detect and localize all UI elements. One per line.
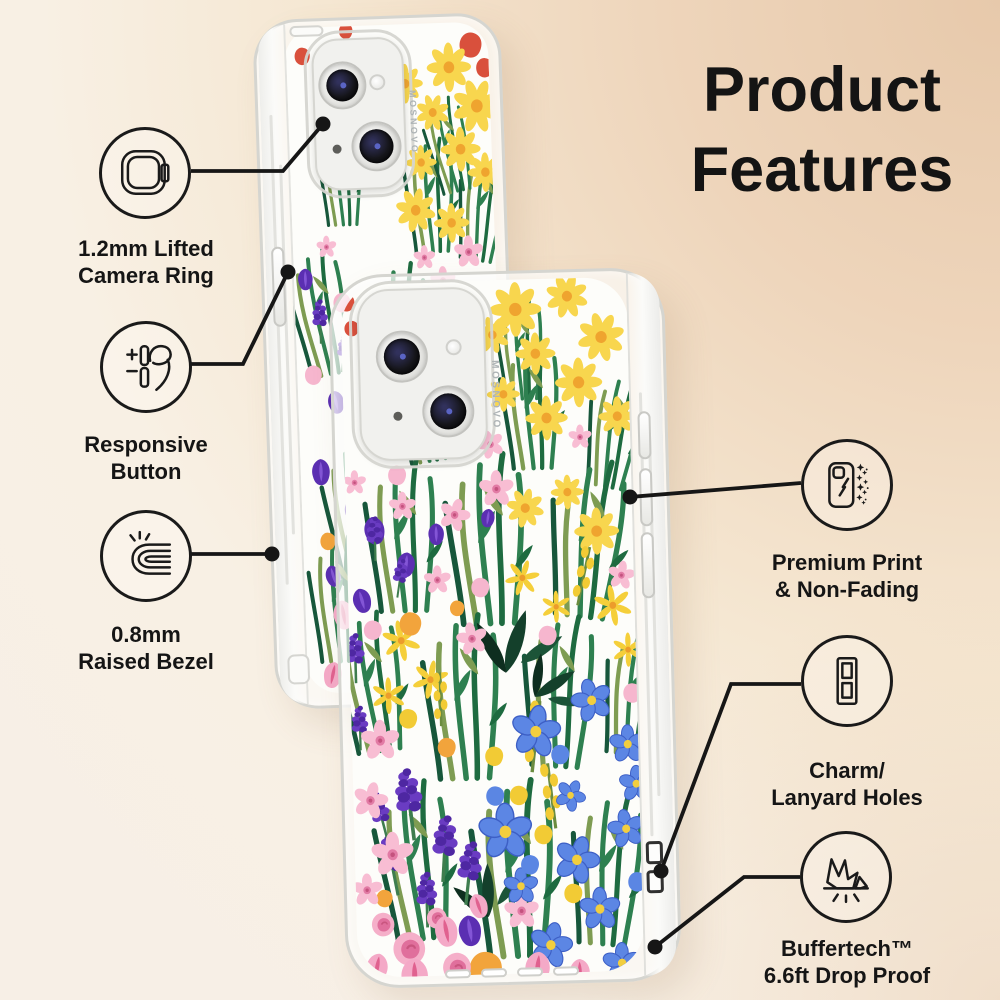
title-line-1: Product (702, 55, 941, 125)
camera-module (302, 28, 417, 200)
feature-circle-lanyard-holes (801, 635, 893, 727)
top-bumper (289, 25, 324, 38)
feature-label-drop-proof: Buffertech™ 6.6ft Drop Proof (763, 936, 931, 988)
lanyard-holes-icon (836, 656, 858, 706)
lanyard-hole (645, 840, 664, 865)
feature-circle-responsive-button (100, 321, 192, 413)
feature-label-lanyard-holes: Charm/ Lanyard Holes (771, 758, 923, 810)
raised-bezel-icon (129, 530, 172, 575)
camera-module (347, 278, 497, 470)
speaker-slot (480, 968, 508, 978)
feature-circle-raised-bezel (100, 510, 192, 602)
brand-text: MOSNOVO (488, 360, 502, 431)
lifted-camera-ring (302, 28, 417, 200)
power-button (637, 411, 652, 460)
feature-circle-camera-ring (99, 127, 191, 219)
lanyard-hole (646, 869, 664, 894)
feature-label-responsive-button: Responsive Button (84, 432, 208, 484)
speaker-slot (552, 966, 580, 976)
feature-circle-drop-proof (800, 831, 892, 923)
camera-ring-icon (120, 150, 170, 195)
feature-label-raised-bezel: 0.8mm Raised Bezel (78, 622, 214, 674)
charging-port-slot (516, 967, 544, 977)
volume-down-button (640, 532, 656, 599)
drop-proof-icon (823, 858, 869, 904)
responsive-button-icon (126, 345, 172, 392)
lifted-camera-ring (347, 278, 497, 470)
title-line-2: Features (690, 135, 954, 205)
phone-case-front-view: MOSNOVO (327, 266, 683, 990)
feature-circle-premium-print (801, 439, 893, 531)
speaker-slot (444, 969, 472, 979)
feature-label-camera-ring: 1.2mm Lifted Camera Ring (78, 236, 214, 288)
corner-bumper (287, 653, 311, 685)
page-title: Product Features (650, 50, 994, 210)
volume-up-button (638, 468, 654, 527)
premium-print-icon (828, 462, 869, 508)
feature-label-premium-print: Premium Print & Non-Fading (771, 550, 923, 602)
